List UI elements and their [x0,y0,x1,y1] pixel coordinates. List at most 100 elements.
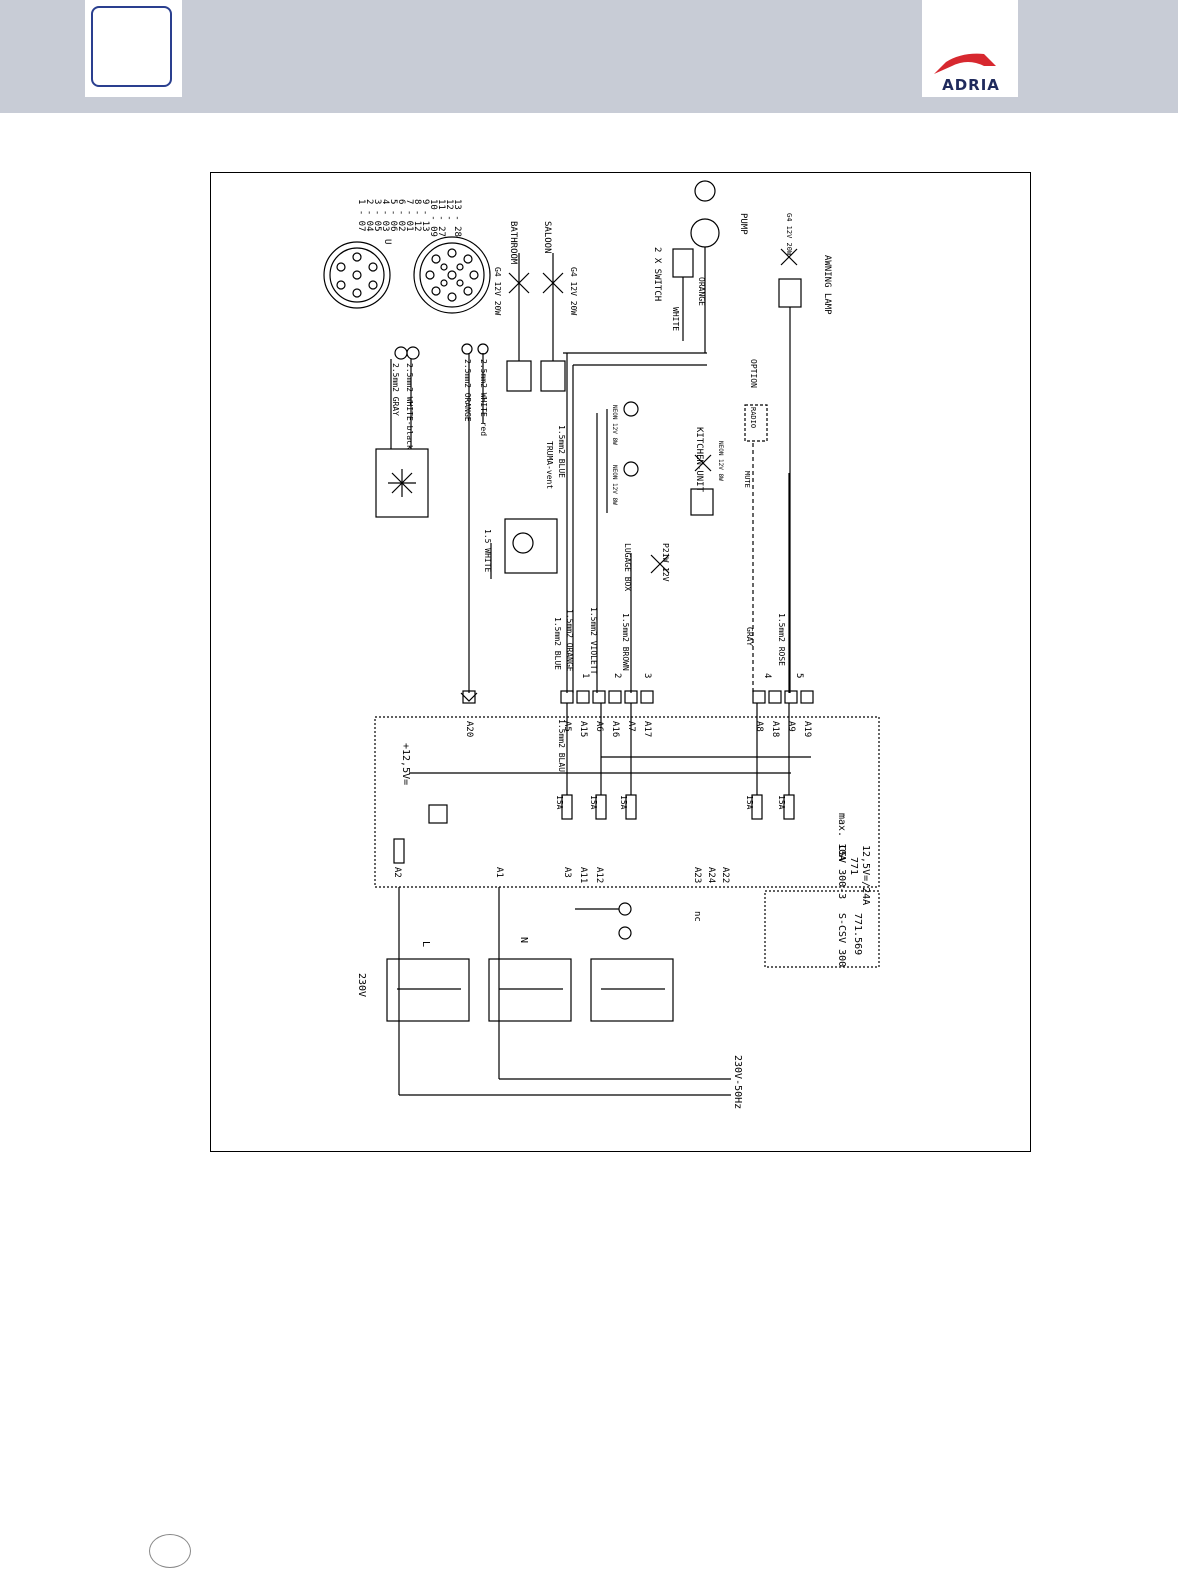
terminal-a18: A18 [770,721,780,737]
lugage-box-lamp-icon [650,554,670,574]
unit-code: 771 [848,857,859,875]
bathroom-label: BATHROOM [508,221,518,265]
mains-label: 230V [356,973,367,997]
pump-label: PUMP [738,213,748,235]
supply-voltage: +12,5V= [400,743,411,785]
fuse-5-rating: 15A [777,795,786,810]
terminal-a5: A5 [562,721,572,732]
white-wire-label: 1.5 WHITE [483,529,492,573]
white-red-wire-label: 2.5mm2 WHITE-red [479,359,488,436]
unit-model: CSV 300-3 [836,845,847,899]
terminal-a11: A11 [578,867,588,883]
pin-9: 9 - 13 [420,199,430,232]
circuit-1: 1 [580,673,590,678]
lugage-box-label: LUGAGE BOX [623,543,632,591]
terminal-a6: A6 [594,721,604,732]
pin-8: 8 - 12 [412,199,422,232]
max-current: max. 10A [836,813,847,861]
fuse-2-rating: 15A [589,795,598,810]
orange-wire-label: 2.5mm2 ORANGE [463,359,472,422]
rose-wire-label: 1.5mm2 ROSE [777,613,786,666]
circuit-3: 3 [642,673,652,678]
terminal-connectors-icon [462,690,814,704]
pump-icon [672,180,720,278]
terminal-a2: A2 [392,867,402,878]
ground-icon [575,902,632,940]
white-black-wire-label: 2.5mm2 WHITE-black [405,363,414,450]
blue-wire-label: 1.5mm2 BLUE [553,617,562,670]
terminal-a23: A23 [692,867,702,883]
awning-lamp-label: AWNING LAMP [822,255,832,315]
terminal-a16: A16 [610,721,620,737]
pin-10: 10 - 09 [428,199,438,237]
terminal-a19: A19 [802,721,812,737]
pin-1: 1 - 07 [356,199,366,232]
neutral-label: N [518,937,529,943]
header-bar: ADRIA [0,0,1178,113]
neon-lamp-icon [623,401,712,477]
sub-csv-box [764,890,880,968]
pin-5: 5 - 06 [388,199,398,232]
logo-text: ADRIA [942,76,1000,94]
pump-orange-wire: ORANGE [697,277,706,306]
sub-unit-code: 771.569 [852,913,863,955]
neon-3-spec: NEON 12V 8W [717,441,724,481]
fuse-1-rating: 15A [555,795,564,810]
kitchen-unit-label: KITCHEN-UNIT [694,427,704,493]
pin-3: 3 - 05 [372,199,382,232]
nc-label: nc [692,911,702,922]
pin-7: 7 - 01 [404,199,414,232]
awning-lamp-icon [778,248,802,308]
plug-connector-13pin-icon [413,236,491,314]
terminal-a15: A15 [578,721,588,737]
charger-box-icon [375,448,429,518]
phase-label: L [420,941,431,947]
radio-label: RADIO [749,407,757,428]
truma-label: TRUMA-vent [545,441,554,489]
plug-u-label: U [382,239,392,244]
blue-wire-top-label: 1.5mm2 BLUE [557,425,566,478]
circuit-4: 4 [762,673,772,678]
sub-unit-model: S-CSV 300 [836,913,847,967]
brown-wire-label: 1.5mm2 BROWN [621,613,630,671]
pin-2: 2 - 04 [364,199,374,232]
csv-unit-box [374,716,880,888]
plug-pin-list: 1 - 07 2 - 04 3 - 05 4 - 035 - 066 - 027… [356,199,462,237]
terminal-a1: A1 [494,867,504,878]
terminal-a20: A20 [464,721,474,737]
orange-wire-2-label: 1.5mm2 ORANGE [565,609,574,672]
mains-terminal-block-icon [386,958,674,1022]
terminal-a8: A8 [754,721,764,732]
pin-11: 11 - 27 [436,199,446,237]
pin-12: 12 - [444,199,454,221]
gray-wire-label: 2.5mm2 GRAY [391,363,400,416]
circuit-2: 2 [612,673,622,678]
terminal-a24: A24 [706,867,716,883]
plug-connector-7pin-icon [323,241,391,309]
relay-icon [428,804,448,824]
chapter-tab-frame [91,6,172,87]
terminal-a3: A3 [562,867,572,878]
chapter-tab [85,0,182,97]
pin-6: 6 - 02 [396,199,406,232]
bathroom-lamp-icon [508,272,530,294]
radio-icon [744,404,768,442]
unit-rating: 12,5V=/24A [860,845,871,905]
truma-vent-icon [504,518,558,574]
circuit-5: 5 [794,673,804,678]
pin-4: 4 - 03 [380,199,390,232]
terminal-a17: A17 [642,721,652,737]
saloon-lamp-icon [542,272,564,294]
option-label: OPTION [749,359,758,388]
terminal-a22: A22 [720,867,730,883]
terminal-a12: A12 [594,867,604,883]
violett-wire-label: 1.5mm2 VIOLETT [589,607,598,675]
wiring-diagram: 1 - 07 2 - 04 3 - 05 4 - 035 - 066 - 027… [323,180,880,1109]
awning-lamp-spec: G4 12V 20W [785,213,793,256]
logo-mark-icon [934,53,996,74]
fuse-4-rating: 15A [745,795,754,810]
fuse-3-rating: 15A [619,795,628,810]
brand-logo: ADRIA [922,0,1018,97]
pump-switch-label: 2 X SWITCH [652,247,662,301]
